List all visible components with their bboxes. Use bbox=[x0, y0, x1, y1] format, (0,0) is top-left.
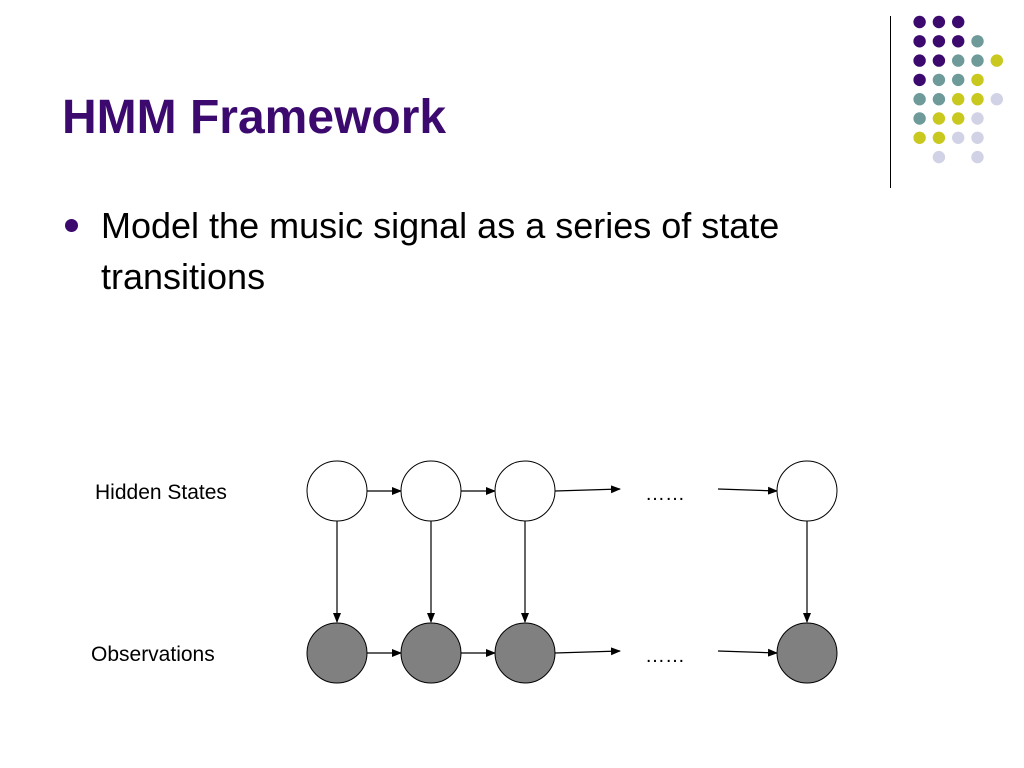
hidden-states-label: Hidden States bbox=[95, 481, 227, 504]
decorative-dot bbox=[971, 150, 984, 164]
decorative-dot bbox=[952, 15, 965, 29]
decorative-dot bbox=[952, 112, 965, 125]
decorative-dot bbox=[952, 131, 965, 144]
bullet-list: Model the music signal as a series of st… bbox=[62, 200, 922, 302]
decorative-dot bbox=[932, 112, 946, 125]
observation-node bbox=[400, 622, 462, 684]
hidden-state-node bbox=[776, 460, 838, 522]
bullet-text: Model the music signal as a series of st… bbox=[101, 205, 780, 297]
hidden-state-node bbox=[494, 460, 556, 522]
decorative-dot bbox=[913, 131, 926, 144]
bullet-marker bbox=[65, 219, 78, 232]
observation-transition-arrow bbox=[554, 647, 621, 656]
title-divider-line bbox=[890, 16, 891, 188]
decorative-dot bbox=[971, 54, 984, 67]
decorative-dot bbox=[932, 35, 946, 48]
decorative-dot bbox=[971, 131, 984, 144]
decorative-dot bbox=[913, 35, 926, 48]
hidden-state-node bbox=[306, 460, 368, 522]
decorative-dot bbox=[971, 73, 984, 87]
observation-node bbox=[494, 622, 556, 684]
decorative-dot bbox=[932, 93, 946, 106]
observation-node bbox=[776, 622, 838, 684]
decorative-dot bbox=[952, 54, 965, 67]
hidden-ellipsis: …… bbox=[645, 483, 685, 505]
slide-title: HMM Framework bbox=[62, 91, 447, 144]
decorative-dot bbox=[913, 112, 926, 125]
decorative-dot bbox=[971, 35, 984, 48]
decorative-dot bbox=[971, 112, 984, 125]
observation-node bbox=[306, 622, 368, 684]
decorative-dot bbox=[913, 54, 926, 67]
hidden-state-node bbox=[400, 460, 462, 522]
decorative-dot bbox=[913, 15, 926, 29]
decorative-dot bbox=[913, 93, 926, 106]
decorative-dot bbox=[971, 93, 984, 106]
observation-ellipsis: …… bbox=[645, 645, 685, 667]
decorative-dot bbox=[952, 35, 965, 48]
decorative-dot bbox=[990, 54, 1003, 67]
decorative-dot bbox=[932, 150, 946, 164]
decorative-dot bbox=[952, 73, 965, 87]
decorative-dot bbox=[990, 93, 1003, 106]
decorative-dot bbox=[952, 93, 965, 106]
decorative-dot-grid bbox=[913, 15, 1003, 164]
hidden-transition-arrow bbox=[717, 486, 778, 495]
decorative-dot bbox=[932, 54, 946, 67]
decorative-dot bbox=[932, 131, 946, 144]
observations-label: Observations bbox=[91, 643, 215, 666]
bullet-item: Model the music signal as a series of st… bbox=[62, 200, 922, 302]
decorative-dot bbox=[932, 73, 946, 87]
decorative-dot bbox=[913, 73, 926, 87]
observation-transition-arrow bbox=[717, 648, 778, 657]
hidden-transition-arrow bbox=[554, 485, 621, 494]
decorative-dot bbox=[932, 15, 946, 29]
